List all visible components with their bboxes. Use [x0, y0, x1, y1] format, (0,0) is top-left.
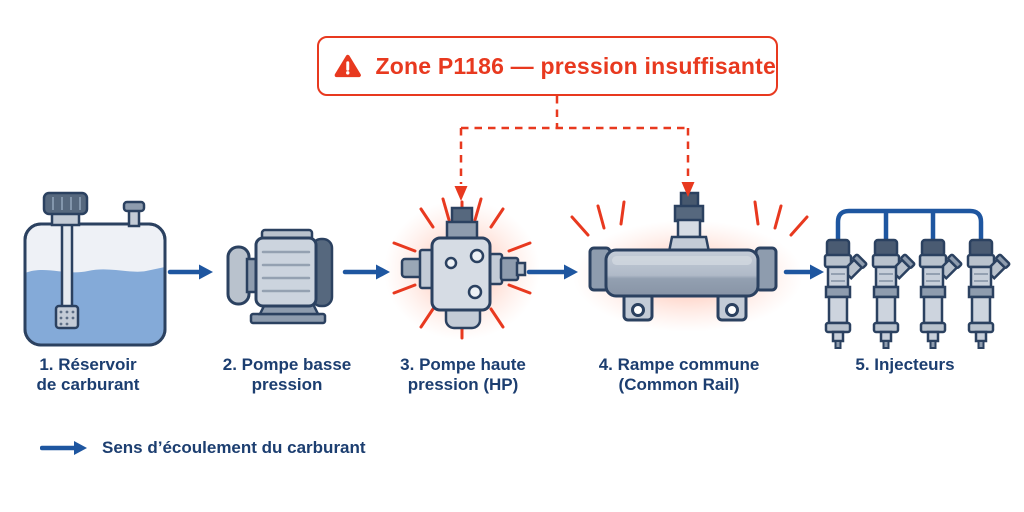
- label-low-pump-line1: 2. Pompe basse: [222, 355, 352, 374]
- low-pressure-pump: [226, 228, 334, 325]
- warning-banner-text: Zone P1186 — pression insuffisante: [375, 52, 776, 79]
- warning-banner: Zone P1186 — pression insuffisante: [317, 36, 778, 96]
- label-fuel-tank: 1. Réservoir de carburant: [18, 355, 158, 395]
- label-injectors-line1: 5. Injecteurs: [855, 355, 955, 374]
- label-common-rail: 4. Rampe commune (Common Rail): [593, 355, 765, 395]
- injector-4: [966, 238, 1012, 350]
- fault-connector-lines: [454, 96, 695, 201]
- label-low-pump-line2: pression: [251, 375, 323, 394]
- injector-manifold: [835, 208, 984, 245]
- fault-arrowhead-rail: [681, 182, 695, 197]
- injectors-group: [823, 238, 1012, 350]
- flow-arrow-icon: [40, 441, 87, 455]
- high-pressure-pump: [400, 206, 527, 330]
- fuel-cap: [42, 191, 89, 216]
- label-hp-pump-line2: pression (HP): [407, 375, 519, 394]
- injector-1: [823, 238, 869, 350]
- label-low-pressure-pump: 2. Pompe basse pression: [217, 355, 357, 395]
- flow-arrows: [167, 264, 824, 280]
- injector-3: [918, 238, 964, 350]
- label-fuel-tank-line2: de carburant: [36, 375, 140, 394]
- pickup-tube: [60, 212, 74, 312]
- label-rail-line2: (Common Rail): [618, 375, 740, 394]
- injector-2: [871, 238, 917, 350]
- label-hp-pump-line1: 3. Pompe haute: [400, 355, 526, 374]
- common-rail: [588, 191, 778, 322]
- label-high-pressure-pump: 3. Pompe haute pression (HP): [392, 355, 534, 395]
- fuel-level: [25, 267, 165, 345]
- label-rail-line1: 4. Rampe commune: [598, 355, 760, 374]
- fuel-tank: [23, 191, 167, 347]
- alert-rays-rail: [570, 200, 809, 237]
- legend-text: Sens d’écoulement du carburant: [102, 438, 366, 457]
- warning-triangle-icon: [334, 54, 361, 78]
- label-injectors: 5. Injecteurs: [835, 355, 975, 375]
- label-fuel-tank-line1: 1. Réservoir: [39, 355, 137, 374]
- fault-arrowhead-hp-pump: [454, 186, 468, 201]
- legend: Sens d’écoulement du carburant: [40, 438, 366, 458]
